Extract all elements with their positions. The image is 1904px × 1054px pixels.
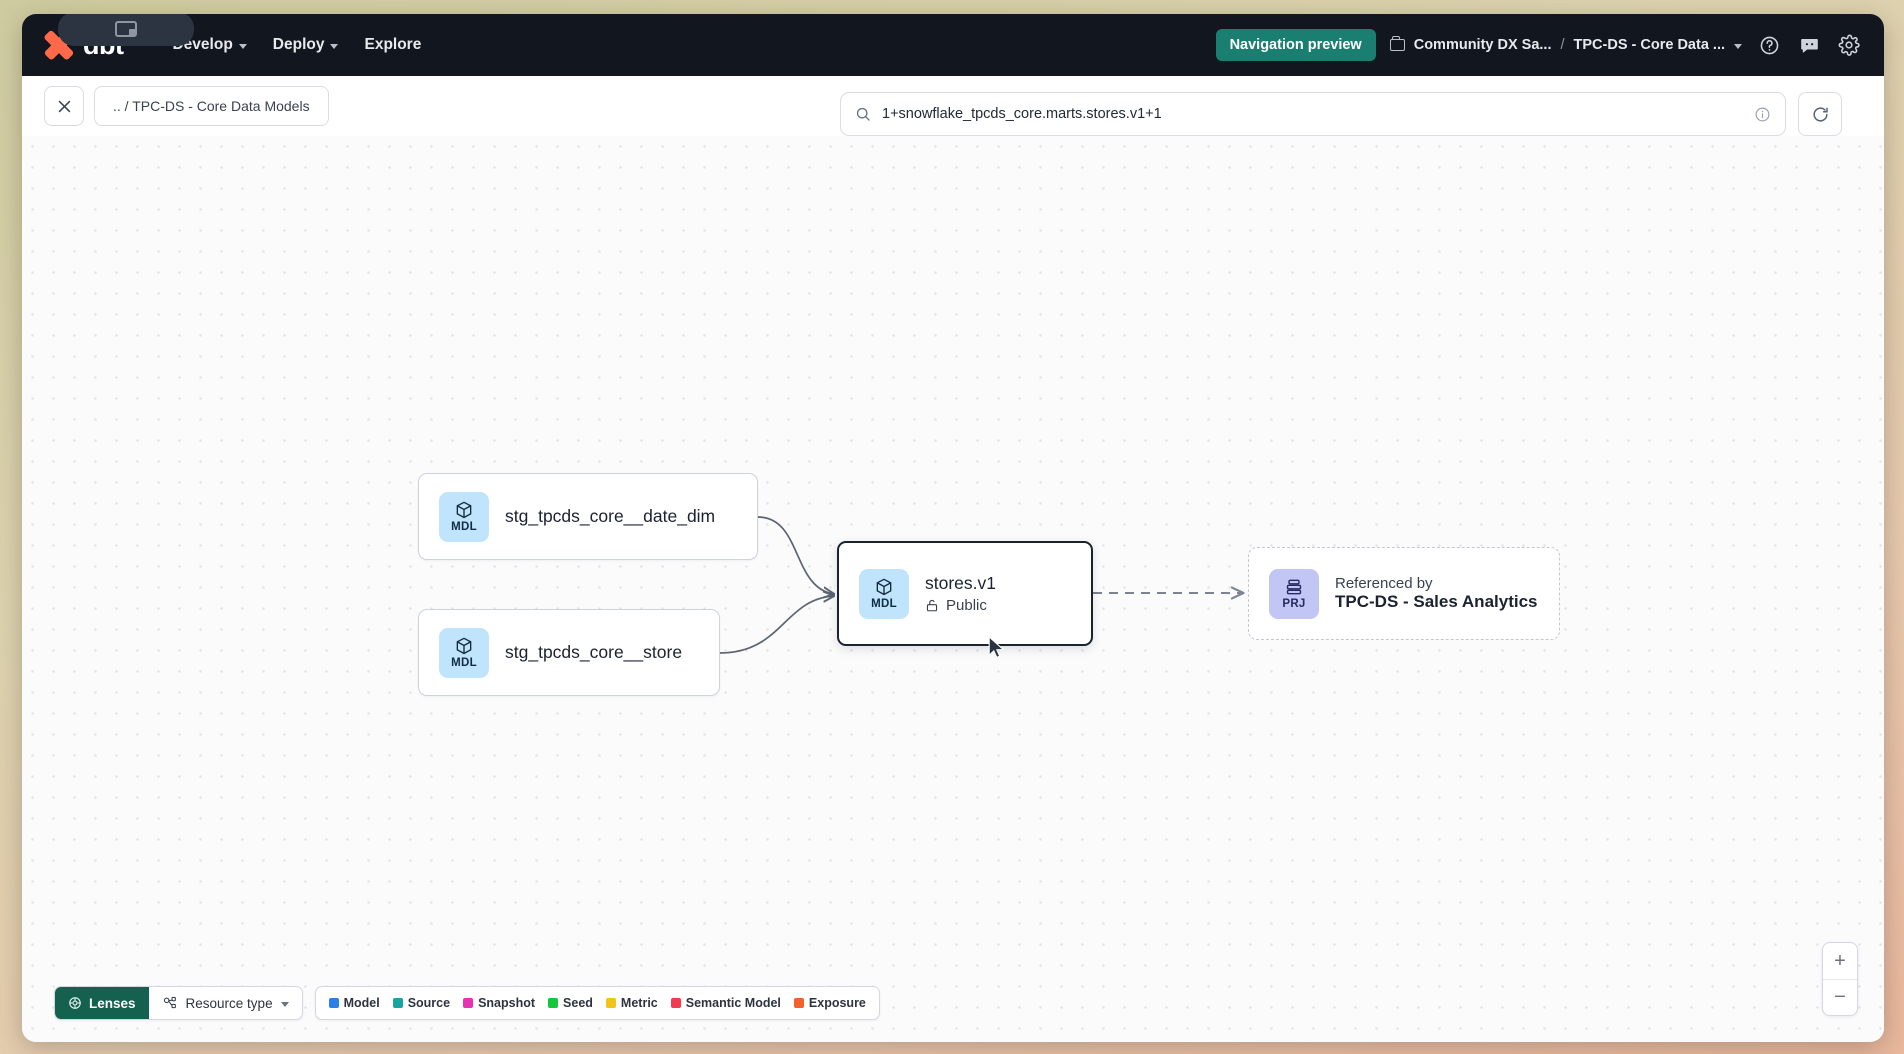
node-text-block: stores.v1 Public (925, 573, 996, 614)
graph-node-referenced-by-project[interactable]: PRJ Referenced by TPC-DS - Sales Analyti… (1248, 547, 1560, 640)
resource-type-button[interactable]: Resource type (149, 987, 302, 1019)
resource-type-legend: Model Source Snapshot Seed Metric Semant… (314, 986, 880, 1020)
edge-store-to-stores (719, 596, 834, 654)
close-button[interactable] (44, 86, 84, 126)
unlock-icon (926, 599, 938, 612)
legend-item-semantic-model: Semantic Model (670, 996, 781, 1010)
breadcrumb-project[interactable]: TPC-DS - Core Data ... (1573, 37, 1725, 53)
node-text-block: Referenced by TPC-DS - Sales Analytics (1335, 575, 1538, 612)
lenses-group: Lenses Resource type (54, 986, 303, 1020)
legend-label: Snapshot (478, 996, 536, 1010)
legend-swatch (392, 998, 403, 1008)
zoom-out-button[interactable]: − (1823, 979, 1857, 1015)
chevron-down-icon (280, 1001, 289, 1007)
folder-icon (1389, 36, 1405, 51)
top-nav-right-group: Navigation preview Community DX Sa... / … (1215, 29, 1862, 61)
legend-swatch (670, 998, 681, 1008)
feedback-icon[interactable] (1796, 32, 1822, 58)
model-badge: MDL (439, 491, 489, 542)
refresh-button[interactable] (1798, 92, 1842, 136)
legend-label: Metric (620, 996, 658, 1010)
top-navigation-bar: dbt Develop Deploy Explore Navigation pr… (22, 14, 1884, 76)
help-icon[interactable] (1756, 32, 1782, 58)
model-badge-label: MDL (451, 521, 477, 533)
legend-label: Source (407, 996, 451, 1010)
project-badge-label: PRJ (1282, 598, 1306, 610)
zoom-in-button[interactable]: + (1834, 949, 1846, 972)
legend-item-metric: Metric (605, 996, 658, 1010)
model-badge-label: MDL (871, 598, 897, 610)
graph-node-stg-store[interactable]: MDL stg_tpcds_core__store (418, 609, 720, 696)
bottom-toolbar: Lenses Resource type Model Source (54, 986, 880, 1020)
breadcrumb-account[interactable]: Community DX Sa... (1413, 37, 1552, 53)
cube-icon (456, 501, 472, 519)
legend-item-exposure: Exposure (793, 996, 866, 1010)
legend-item-snapshot: Snapshot (463, 996, 535, 1010)
search-input-value: 1+snowflake_tpcds_core.marts.stores.v1+1 (882, 106, 1162, 122)
graph-node-stg-date-dim[interactable]: MDL stg_tpcds_core__date_dim (418, 473, 758, 560)
legend-swatch (328, 998, 339, 1008)
legend-swatch (463, 998, 474, 1008)
lineage-canvas[interactable]: MDL stg_tpcds_core__date_dim MDL stg_tpc… (22, 136, 1884, 1042)
breadcrumb: Community DX Sa... / TPC-DS - Core Data … (1389, 36, 1742, 53)
resource-type-label: Resource type (185, 995, 273, 1011)
chevron-down-icon[interactable] (1734, 43, 1742, 49)
browser-tab-stub[interactable] (58, 14, 194, 46)
model-badge: MDL (859, 568, 909, 619)
legend-item-seed: Seed (548, 996, 593, 1010)
nodes-icon (163, 996, 176, 1009)
graph-node-stores-v1[interactable]: MDL stores.v1 Public (837, 541, 1093, 646)
node-caption: Referenced by (1335, 575, 1433, 592)
legend-label: Seed (563, 996, 593, 1010)
chevron-down-icon (238, 43, 247, 49)
cube-icon (456, 637, 472, 655)
legend-label: Exposure (808, 996, 866, 1010)
lineage-toolbar: .. / TPC-DS - Core Data Models (22, 76, 1884, 136)
node-title: TPC-DS - Sales Analytics (1335, 592, 1538, 611)
node-text-block: stg_tpcds_core__date_dim (505, 506, 715, 527)
breadcrumb-separator: / (1560, 37, 1565, 53)
legend-swatch (548, 998, 559, 1008)
node-access-label: Public (946, 597, 987, 614)
settings-icon[interactable] (1836, 32, 1862, 58)
edge-date-dim-to-stores (757, 516, 834, 594)
legend-item-model: Model (328, 996, 380, 1010)
legend-label: Semantic Model (685, 996, 781, 1010)
model-badge: MDL (439, 627, 489, 678)
node-title: stg_tpcds_core__store (505, 642, 683, 662)
lineage-edges (719, 516, 1884, 654)
node-access-row: Public (925, 597, 996, 614)
lenses-button[interactable]: Lenses (55, 987, 149, 1019)
nav-item-explore-label: Explore (364, 36, 422, 53)
legend-label: Model (343, 996, 380, 1010)
node-title: stores.v1 (925, 573, 996, 593)
nav-item-deploy-label: Deploy (272, 36, 325, 53)
lens-icon (69, 997, 81, 1009)
search-input[interactable]: 1+snowflake_tpcds_core.marts.stores.v1+1 (840, 92, 1786, 136)
legend-swatch (793, 998, 804, 1008)
model-badge-label: MDL (451, 657, 477, 669)
info-icon[interactable] (1754, 106, 1771, 123)
legend-item-source: Source (392, 996, 451, 1010)
nav-item-deploy[interactable]: Deploy (260, 29, 352, 61)
window-icon (115, 21, 137, 37)
node-title: stg_tpcds_core__date_dim (505, 506, 716, 526)
nav-item-explore[interactable]: Explore (351, 29, 434, 61)
chevron-down-icon (330, 43, 339, 49)
node-text-block: stg_tpcds_core__store (505, 642, 682, 663)
lenses-label: Lenses (89, 995, 136, 1011)
legend-swatch (605, 998, 616, 1008)
navigation-preview-button[interactable]: Navigation preview (1215, 29, 1376, 61)
project-stack-icon (1286, 579, 1302, 595)
search-area: 1+snowflake_tpcds_core.marts.stores.v1+1 (840, 92, 1842, 136)
search-icon (856, 107, 870, 121)
zoom-controls: + − (1822, 942, 1858, 1016)
cube-icon (876, 578, 892, 596)
graph-breadcrumb-button[interactable]: .. / TPC-DS - Core Data Models (94, 86, 329, 126)
project-badge: PRJ (1269, 568, 1319, 619)
browser-window: dbt Develop Deploy Explore Navigation pr… (22, 14, 1884, 1042)
